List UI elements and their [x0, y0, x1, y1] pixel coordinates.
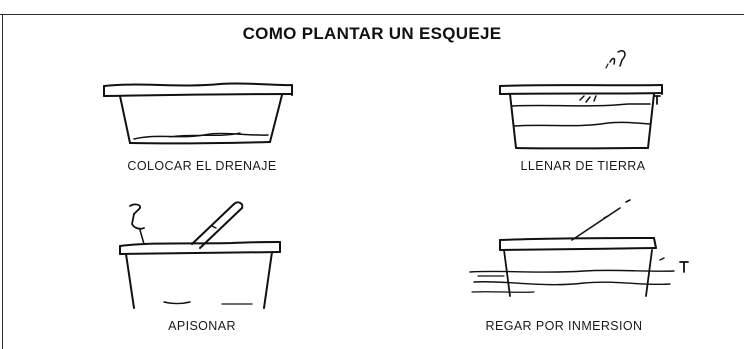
step-tamp: APISONAR	[112, 198, 292, 343]
step-caption: COLOCAR EL DRENAJE	[127, 159, 277, 173]
step-immersion: REGAR POR INMERSION	[464, 196, 704, 343]
diagram-title: COMO PLANTAR UN ESQUEJE	[242, 24, 502, 43]
step-caption: LLENAR DE TIERRA	[520, 159, 646, 173]
pot-tamping-sketch	[119, 201, 281, 309]
step-drainage: COLOCAR EL DRENAJE	[100, 78, 300, 178]
frame-left-border	[2, 14, 3, 349]
pot-drainage-sketch	[103, 82, 293, 145]
step-caption: APISONAR	[168, 319, 236, 333]
step-fill-soil: LLENAR DE TIERRA	[498, 44, 668, 179]
frame-top-border	[0, 14, 744, 15]
pot-watering-sketch	[469, 199, 689, 297]
step-caption: REGAR POR INMERSION	[485, 319, 643, 333]
pot-soil-sketch	[499, 49, 663, 150]
